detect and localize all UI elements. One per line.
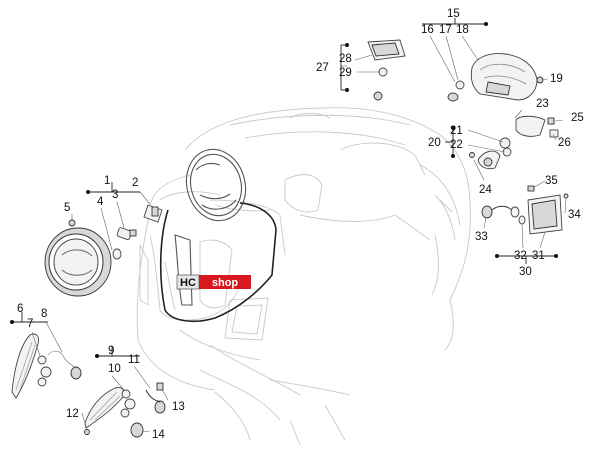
reflector-assembly	[367, 39, 406, 101]
callout-2: 2	[132, 177, 138, 189]
callout-25: 25	[571, 112, 584, 124]
callout-30: 30	[519, 266, 532, 278]
callout-20: 20	[428, 137, 441, 149]
callout-27: 27	[316, 62, 329, 74]
callout-19: 19	[550, 73, 563, 85]
callout-11: 11	[128, 354, 140, 366]
callout-5: 5	[64, 202, 70, 214]
headlight-assembly	[44, 204, 163, 297]
callout-10: 10	[108, 363, 121, 375]
right-indicator-assembly	[84, 382, 166, 438]
horncast-slot	[174, 234, 193, 306]
callout-16: 16	[421, 24, 434, 36]
leader-lines	[31, 35, 567, 433]
tail-light-assembly	[447, 53, 559, 138]
callout-32: 32	[514, 250, 527, 262]
logo-shop-text: shop	[212, 277, 239, 289]
hc-shop-logo: HC shop	[176, 274, 251, 290]
callout-28: 28	[339, 53, 352, 65]
callout-34: 34	[568, 209, 581, 221]
callout-3: 3	[112, 189, 118, 201]
callout-33: 33	[475, 231, 488, 243]
callout-31: 31	[532, 250, 545, 262]
callout-26: 26	[558, 137, 571, 149]
body-headlight-ring	[185, 148, 247, 222]
callout-17: 17	[439, 24, 452, 36]
callout-6: 6	[17, 303, 23, 315]
rear-lamp-assembly	[481, 185, 569, 235]
callout-labels: 1 2 3 4 5 6 7 8 9 10 11 12 13 14 15 16 1…	[17, 8, 584, 441]
group-brackets	[10, 18, 558, 358]
logo-hc-text: HC	[180, 277, 196, 289]
callout-29: 29	[339, 67, 352, 79]
callout-18: 18	[456, 24, 469, 36]
callout-21: 21	[450, 125, 463, 137]
leg-shield-outline	[159, 202, 277, 323]
callout-1: 1	[104, 175, 110, 187]
plate-light-assembly	[469, 137, 512, 170]
callout-7: 7	[27, 318, 33, 330]
callout-24: 24	[479, 184, 492, 196]
callout-15: 15	[447, 8, 460, 20]
callout-13: 13	[172, 401, 185, 413]
callout-14: 14	[152, 429, 165, 441]
callout-22: 22	[450, 139, 463, 151]
callout-23: 23	[536, 98, 549, 110]
callout-12: 12	[66, 408, 79, 420]
left-indicator-assembly	[11, 333, 82, 399]
callout-35: 35	[545, 175, 558, 187]
callout-9: 9	[108, 345, 114, 357]
callout-8: 8	[41, 308, 47, 320]
callout-4: 4	[97, 196, 104, 208]
